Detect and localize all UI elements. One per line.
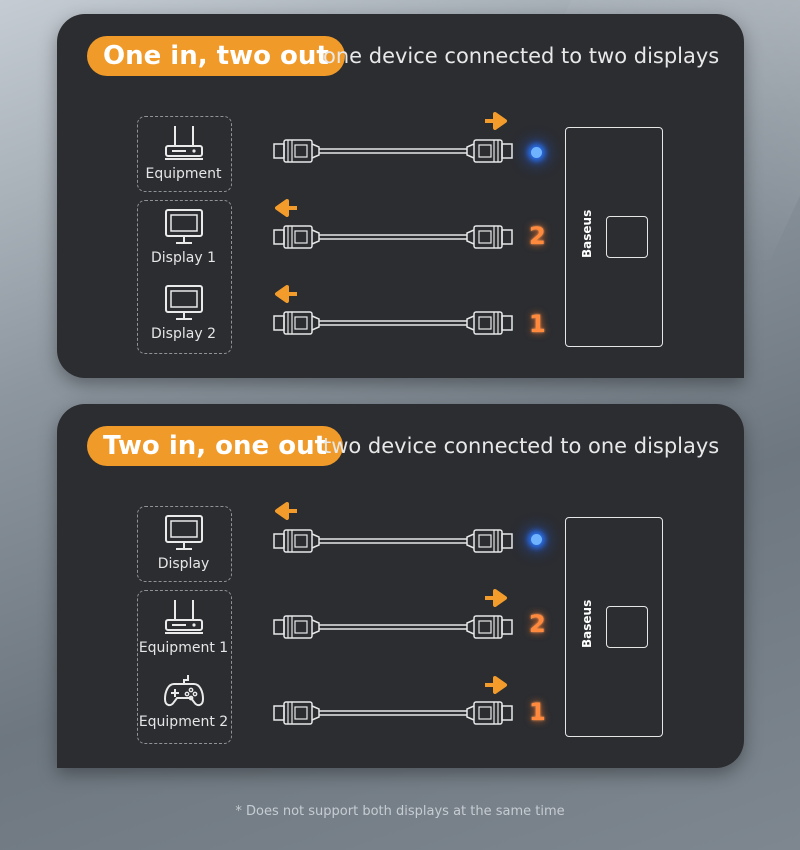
monitor-icon: [164, 515, 203, 550]
port-number: 2: [529, 610, 546, 638]
hdmi-cable-icon: [273, 701, 513, 725]
display-device: Display: [137, 514, 230, 572]
mode-description: one device connected to two displays: [323, 44, 720, 68]
hdmi-cable-icon: [273, 139, 513, 163]
display-2-device: Display 2: [137, 284, 230, 342]
arrow-left-icon: [275, 199, 299, 217]
mode-pill: Two in, one out: [87, 426, 344, 466]
gamepad-icon: [163, 674, 204, 707]
equipment-device: Equipment: [137, 124, 230, 182]
mode-description: two device connected to one displays: [323, 434, 720, 458]
port-number: 1: [529, 310, 546, 338]
status-led: [531, 534, 542, 545]
status-led: [531, 147, 542, 158]
hdmi-switch: Baseus: [565, 517, 663, 737]
footnote: * Does not support both displays at the …: [235, 804, 565, 819]
router-icon: [163, 125, 204, 160]
hdmi-switch: Baseus: [565, 127, 663, 347]
two-in-one-out-panel: Two in, one out two device connected to …: [57, 404, 744, 768]
arrow-right-icon: [483, 676, 507, 694]
equipment-1-device: Equipment 1: [137, 598, 230, 656]
switch-button: [606, 606, 648, 648]
switch-button: [606, 216, 648, 258]
brand-logo: Baseus: [580, 599, 594, 648]
hdmi-cable-icon: [273, 311, 513, 335]
port-number: 1: [529, 698, 546, 726]
device-label: Equipment: [145, 166, 222, 182]
arrow-left-icon: [275, 285, 299, 303]
input-device-group: [137, 590, 232, 744]
router-icon: [163, 599, 204, 634]
hdmi-cable-icon: [273, 615, 513, 639]
hdmi-cable-icon: [273, 225, 513, 249]
arrow-right-icon: [483, 589, 507, 607]
monitor-icon: [164, 209, 203, 244]
monitor-icon: [164, 285, 203, 320]
arrow-left-icon: [275, 502, 299, 520]
port-number: 2: [529, 222, 546, 250]
device-label: Display 2: [151, 326, 216, 342]
mode-pill: One in, two out: [87, 36, 345, 76]
arrow-right-icon: [483, 112, 507, 130]
device-label: Equipment 1: [138, 640, 229, 656]
output-device-group: [137, 200, 232, 354]
equipment-2-device: Equipment 2: [137, 672, 230, 730]
input-device-group: [137, 116, 232, 192]
one-in-two-out-panel: One in, two out one device connected to …: [57, 14, 744, 378]
brand-logo: Baseus: [580, 209, 594, 258]
device-label: Display 1: [151, 250, 216, 266]
display-1-device: Display 1: [137, 208, 230, 266]
device-label: Equipment 2: [138, 714, 229, 730]
hdmi-cable-icon: [273, 529, 513, 553]
output-device-group: [137, 506, 232, 582]
device-label: Display: [157, 556, 210, 572]
